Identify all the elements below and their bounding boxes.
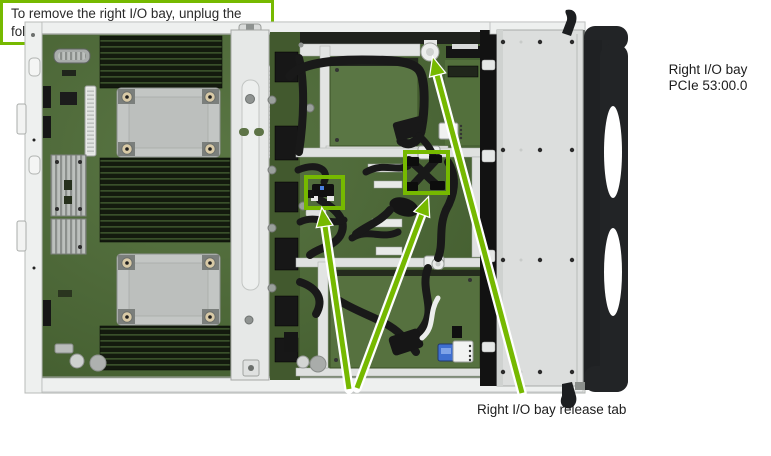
arrowhead-cable-right: [412, 195, 431, 219]
cpu-heatsink-1: [116, 87, 221, 158]
handle-cutout-lower: [604, 228, 622, 316]
arrow-cable-right: [354, 213, 425, 389]
callout-line1: To remove the right I/O bay, unplug the: [11, 6, 242, 21]
cable-connector-white-lower: [452, 340, 474, 363]
annotation-arrows: [315, 54, 527, 398]
center-support-bracket: [230, 29, 273, 381]
switch-board-cables: [285, 54, 458, 356]
handle-cutout-upper: [604, 106, 622, 198]
release-tab-label: Right I/O bay release tab: [477, 402, 627, 417]
arrowhead-cable-left: [315, 205, 334, 229]
handle-bottom-hook: [560, 382, 577, 409]
panel-screws: [500, 39, 575, 375]
chassis-left-rail: [24, 21, 43, 394]
left-board-components: [43, 48, 107, 372]
arrow-cable-left: [322, 225, 352, 390]
arrow-release-tab: [434, 74, 525, 394]
highlighted-cable-plugs: [308, 155, 445, 201]
arrowhead-release-tab: [428, 54, 447, 78]
release-tab: [420, 40, 440, 62]
cpu-heatsink-2: [116, 253, 221, 326]
right-io-bay-label: Right I/O bay PCIe 53:00.0: [640, 62, 771, 94]
annotation-highlight-boxes: [304, 150, 450, 210]
right-io-bay-label-line2: PCIe 53:00.0: [668, 78, 748, 93]
midplane-connector-column: [267, 32, 300, 380]
highlight-box-cable-right: [403, 150, 450, 195]
io-bay-panel: [496, 29, 584, 387]
io-bay-handle: [560, 9, 628, 409]
handle-top-hook: [562, 9, 577, 37]
dimm-bank-top: [99, 35, 223, 89]
dimm-bank-bottom: [99, 325, 231, 371]
right-io-bay-label-line1: Right I/O bay: [668, 62, 748, 77]
highlight-box-cable-left: [304, 175, 345, 210]
dimm-bank-middle: [99, 157, 231, 243]
motherboard: [43, 35, 231, 372]
right-io-bay: [480, 21, 586, 387]
